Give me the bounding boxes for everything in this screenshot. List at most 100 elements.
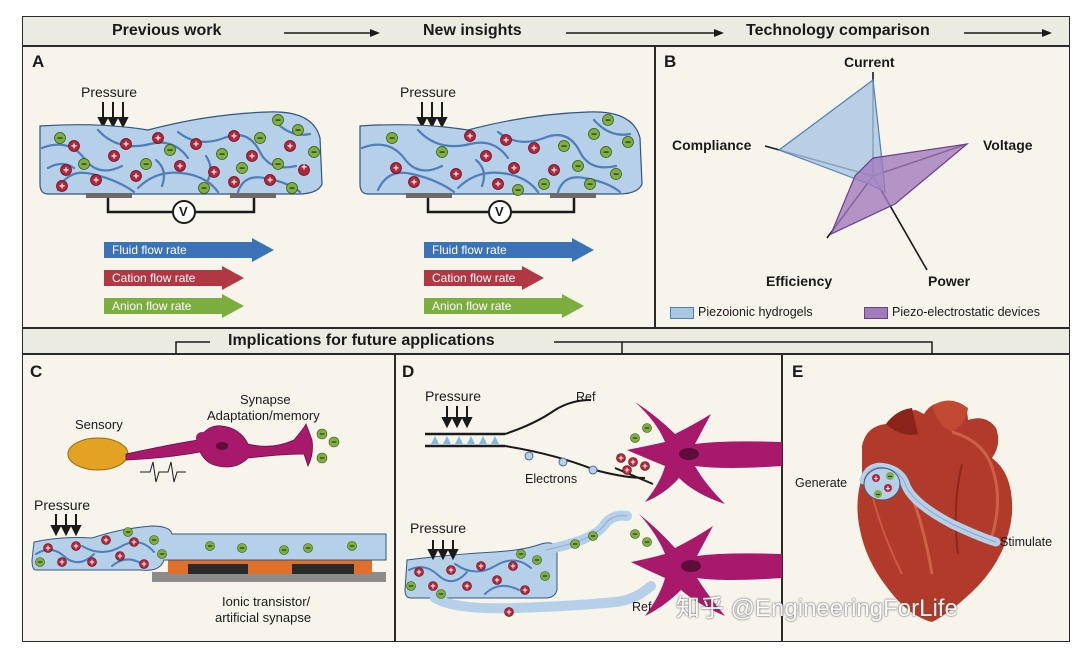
synapse-label-2: Adaptation/memory — [207, 408, 320, 423]
svg-text:+: + — [642, 461, 647, 471]
pressure-arrows-left — [97, 102, 129, 129]
svg-text:+: + — [123, 140, 129, 151]
transistor-label-2: artificial synapse — [215, 610, 312, 625]
voltmeter-left: V — [179, 204, 188, 219]
radar-series-electrostatic — [829, 143, 970, 236]
svg-text:+: + — [141, 559, 146, 569]
svg-text:+: + — [231, 132, 237, 143]
radar-chart — [764, 72, 970, 271]
panel-c — [22, 354, 395, 642]
stimulate-label: Stimulate — [1000, 535, 1053, 549]
svg-text:−: − — [515, 186, 521, 197]
svg-text:−: − — [37, 557, 42, 567]
electrons-label: Electrons — [525, 472, 578, 486]
svg-text:−: − — [605, 116, 611, 127]
pressure-label-left: Pressure — [81, 84, 138, 100]
svg-text:+: + — [453, 170, 459, 181]
svg-text:+: + — [211, 168, 217, 179]
sensory-cell — [67, 437, 129, 471]
svg-text:−: − — [305, 543, 310, 553]
header-arrow-3 — [964, 29, 1052, 37]
svg-text:+: + — [117, 551, 122, 561]
svg-text:+: + — [478, 561, 483, 571]
cation-arrow-left — [104, 266, 244, 290]
header-technology-comparison: Technology comparison — [746, 22, 930, 39]
radar-axis-voltage: Voltage — [983, 137, 1033, 153]
hydrogel-left: +++ +++ +++ +++ +++ ++ −−− −−− −−− −−− − — [39, 111, 323, 224]
svg-text:−: − — [239, 543, 244, 553]
legend-swatch-hydrogel — [670, 307, 694, 319]
svg-text:+: + — [131, 537, 136, 547]
svg-text:−: − — [518, 549, 523, 559]
svg-text:−: − — [613, 170, 619, 181]
svg-text:+: + — [886, 484, 891, 493]
svg-text:−: − — [534, 555, 539, 565]
radar-axis-efficiency: Efficiency — [766, 273, 833, 289]
svg-text:−: − — [349, 541, 354, 551]
svg-text:+: + — [45, 543, 50, 553]
svg-text:−: − — [542, 571, 547, 581]
svg-text:+: + — [231, 178, 237, 189]
svg-text:−: − — [632, 529, 637, 539]
svg-text:−: − — [289, 184, 295, 195]
panel-c-label: C — [30, 362, 43, 381]
svg-text:−: − — [591, 130, 597, 141]
fluid-flow-label-left: Fluid flow rate — [112, 243, 187, 257]
generate-label: Generate — [795, 476, 848, 490]
legend-label-electrostatic: Piezo-electrostatic devices — [892, 305, 1040, 319]
svg-text:+: + — [93, 176, 99, 187]
svg-text:+: + — [416, 567, 421, 577]
header-arrow-2 — [566, 29, 724, 37]
svg-text:−: − — [311, 148, 317, 159]
legend-label-hydrogel: Piezoionic hydrogels — [698, 305, 813, 319]
hydrogel-right: +++ +++ +++ + −−− −−− −−− −−− — [359, 111, 643, 224]
cation-arrow-right — [424, 266, 544, 290]
transistor-label-1: Ionic transistor/ — [222, 594, 311, 609]
svg-text:+: + — [249, 152, 255, 163]
svg-text:+: + — [193, 140, 199, 151]
svg-text:+: + — [510, 561, 515, 571]
svg-text:+: + — [464, 581, 469, 591]
svg-text:+: + — [495, 180, 501, 191]
implications-bar — [22, 328, 1070, 354]
voltmeter-right: V — [495, 204, 504, 219]
svg-text:+: + — [59, 557, 64, 567]
svg-text:+: + — [155, 134, 161, 145]
svg-text:−: − — [81, 160, 87, 171]
svg-text:−: − — [207, 541, 212, 551]
svg-text:+: + — [551, 166, 557, 177]
svg-text:+: + — [483, 152, 489, 163]
anion-arrow-right — [424, 294, 584, 318]
svg-text:+: + — [448, 565, 453, 575]
panel-a-label: A — [32, 52, 45, 71]
svg-text:−: − — [331, 437, 336, 447]
svg-text:+: + — [467, 132, 473, 143]
svg-text:−: − — [239, 164, 245, 175]
pressure-arrows-right — [416, 102, 448, 129]
svg-text:−: − — [275, 116, 281, 127]
svg-text:−: − — [632, 433, 637, 443]
svg-text:−: − — [625, 138, 631, 149]
svg-text:+: + — [393, 164, 399, 175]
svg-text:+: + — [103, 535, 108, 545]
svg-text:+: + — [430, 581, 435, 591]
pressure-label-right: Pressure — [400, 84, 457, 100]
svg-text:−: − — [876, 490, 881, 499]
svg-text:−: − — [603, 148, 609, 159]
fluid-arrow-left — [104, 238, 274, 262]
ref-label-d-top: Ref — [576, 390, 596, 404]
svg-text:−: − — [561, 142, 567, 153]
svg-text:+: + — [531, 144, 537, 155]
heart-drawing: + + − − — [857, 400, 1013, 622]
svg-text:+: + — [133, 172, 139, 183]
svg-text:−: − — [439, 148, 445, 159]
ref-label-d-bottom: Ref — [632, 600, 652, 614]
cation-flow-label-right: Cation flow rate — [432, 271, 516, 285]
header-new-insights: New insights — [423, 22, 522, 39]
svg-text:−: − — [167, 146, 173, 157]
anion-arrow-left — [104, 294, 244, 318]
svg-text:−: − — [275, 160, 281, 171]
anion-flow-label-left: Anion flow rate — [112, 299, 192, 313]
svg-text:−: − — [201, 184, 207, 195]
header-previous-work: Previous work — [112, 22, 222, 39]
